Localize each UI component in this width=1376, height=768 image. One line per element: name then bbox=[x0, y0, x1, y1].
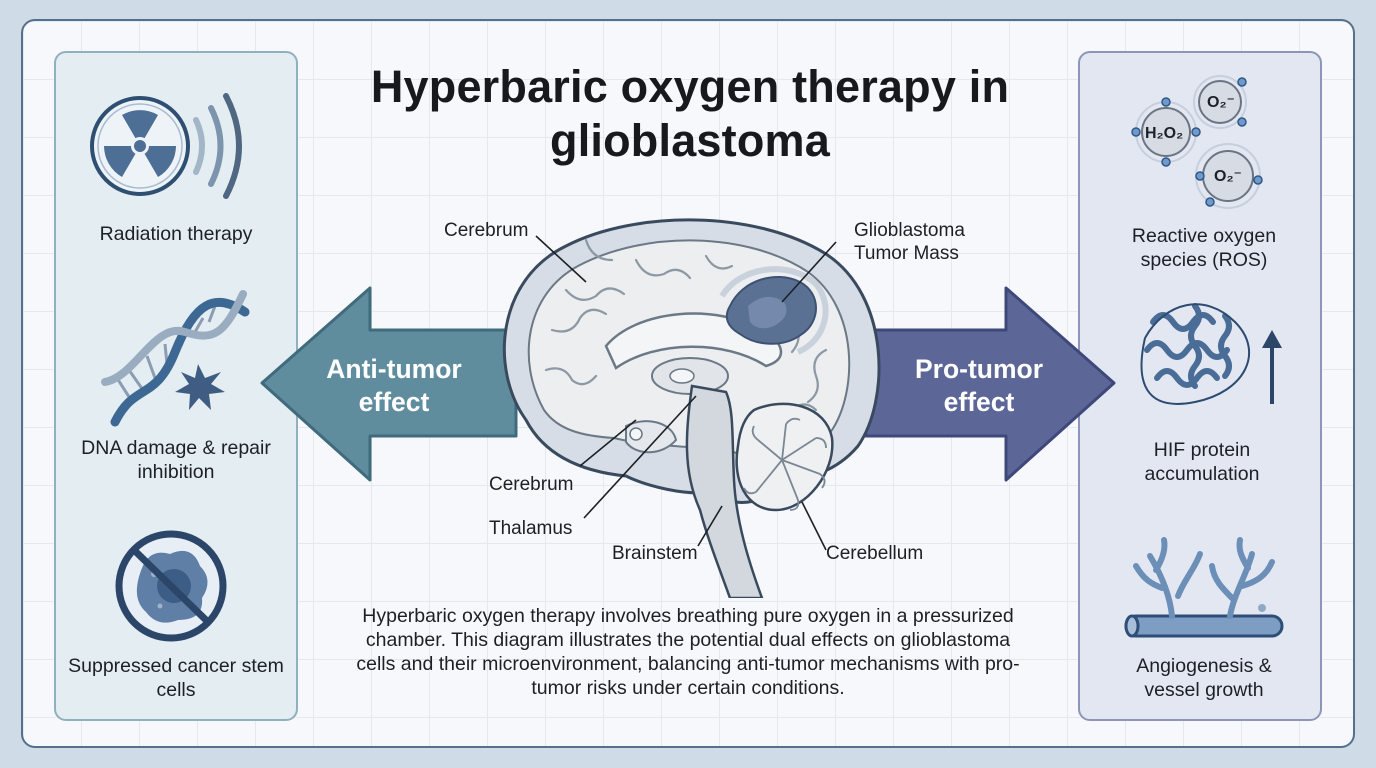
cerebellum-label: Cerebellum bbox=[826, 543, 924, 564]
pro-tumor-label: Pro-tumor effect bbox=[914, 354, 1044, 417]
cerebrum-top-label: Cerebrum bbox=[444, 220, 529, 241]
radiation-icon bbox=[90, 93, 242, 199]
radiation-therapy-label: Radiation therapy bbox=[99, 223, 253, 245]
pro-tumor-panel bbox=[1078, 51, 1322, 721]
brain-sagittal-illustration bbox=[502, 218, 881, 598]
diagram-title: Hyperbaric oxygen therapy in glioblastom… bbox=[370, 61, 1010, 166]
superoxide-formula-top: O₂⁻ bbox=[1207, 94, 1235, 111]
suppressed-stem-cells-label: Suppressed cancer stem cells bbox=[68, 655, 284, 701]
h2o2-formula: H₂O₂ bbox=[1145, 125, 1184, 142]
anti-tumor-label: Anti-tumor effect bbox=[326, 354, 462, 417]
pro-tumor-arrow bbox=[864, 286, 1116, 482]
tumor-mass-label: Glioblastoma Tumor Mass bbox=[854, 220, 965, 264]
ros-label: Reactive oxygen species (ROS) bbox=[1131, 225, 1277, 271]
blood-vessel-icon bbox=[1124, 537, 1284, 638]
angiogenesis-label: Angiogenesis & vessel growth bbox=[1136, 655, 1272, 701]
protein-up-arrow-icon bbox=[1140, 303, 1282, 405]
superoxide-formula-bottom: O₂⁻ bbox=[1214, 168, 1242, 185]
dna-damage-icon bbox=[101, 290, 250, 427]
thalamus-label: Thalamus bbox=[489, 518, 573, 539]
dna-damage-label: DNA damage & repair inhibition bbox=[81, 437, 271, 483]
ros-molecules-icon bbox=[1131, 75, 1263, 209]
brainstem-label: Brainstem bbox=[612, 543, 698, 564]
suppressed-cell-icon bbox=[115, 530, 227, 642]
hif-label: HIF protein accumulation bbox=[1144, 439, 1260, 485]
diagram-caption: Hyperbaric oxygen therapy involves breat… bbox=[356, 605, 1020, 699]
cerebrum-lower-label: Cerebrum bbox=[489, 474, 574, 495]
